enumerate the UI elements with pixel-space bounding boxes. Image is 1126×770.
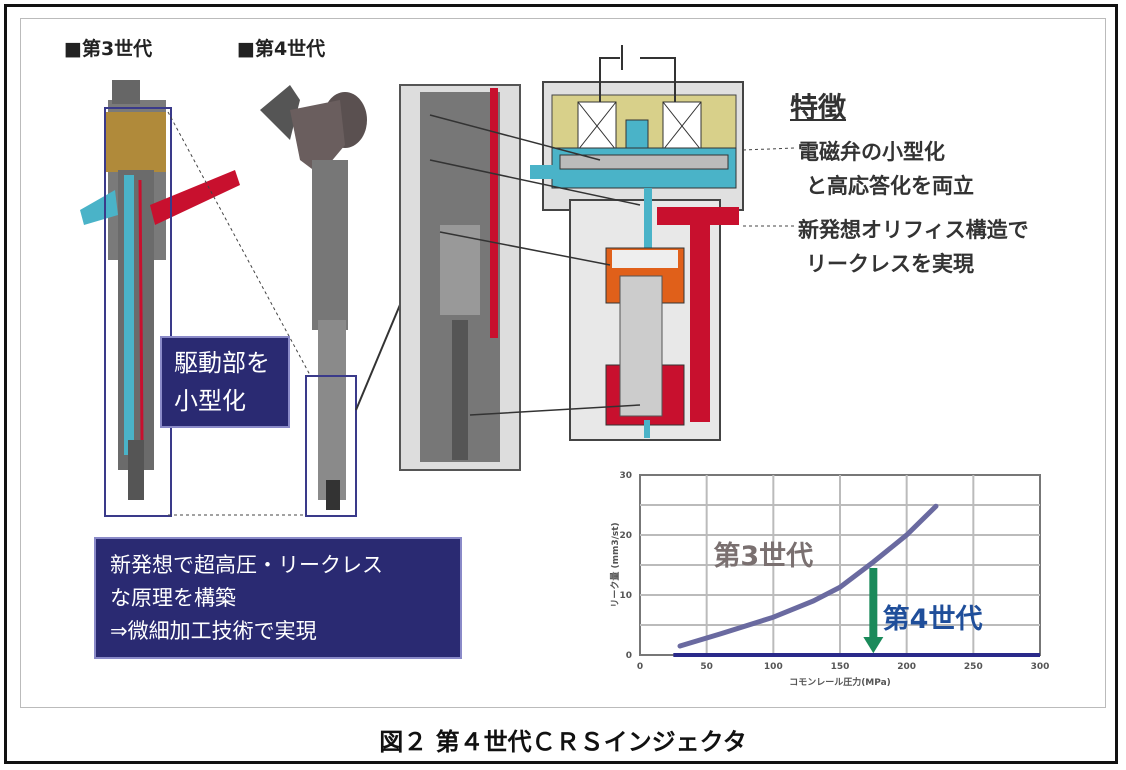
gen3-annotation: 第3世代 (713, 540, 813, 572)
feature-line: と高応答化を両立 (806, 174, 974, 198)
cutaway-section (399, 84, 521, 471)
box-line: 小型化 (174, 387, 246, 415)
gen4-annotation: 第4世代 (883, 603, 983, 635)
reduction-arrow-head (863, 637, 884, 654)
figure-frame (4, 4, 1118, 764)
y-axis-label: リーク量 (mm3/st) (609, 522, 621, 607)
box-line: な原理を構築 (110, 586, 236, 610)
principle-box: 新発想で超高圧・リークレス な原理を構築 ⇒微細加工技術で実現 (94, 537, 462, 659)
solenoid-valve-schematic (530, 45, 744, 441)
reduction-arrow-shaft (869, 568, 878, 637)
x-tick-label: 300 (1031, 662, 1050, 672)
y-tick-label: 30 (619, 471, 632, 481)
x-tick-label: 150 (831, 662, 850, 672)
x-axis-label: コモンレール圧力(MPa) (789, 676, 891, 688)
y-tick-label: 10 (619, 591, 632, 601)
x-tick-label: 200 (897, 662, 916, 672)
y-tick-label: 0 (626, 651, 632, 661)
drive-miniaturization-box: 駆動部を 小型化 (160, 336, 290, 428)
feature-line: リークレスを実現 (806, 252, 974, 276)
x-tick-label: 100 (764, 662, 783, 672)
figure-panel (20, 18, 1106, 708)
gen3-label: ■第3世代 (64, 38, 153, 60)
y-tick-label: 20 (619, 531, 632, 541)
x-tick-label: 50 (700, 662, 713, 672)
leak-chart: 0 50 100 150 200 250 300 0 10 20 30 コモンレール圧力(MPa) リー… (609, 471, 1049, 688)
feature-line: 新発想オリフィス構造で (798, 218, 1029, 242)
gen4-injector-illustration (260, 85, 367, 517)
features-title: 特徴 (790, 91, 847, 124)
x-tick-label: 0 (637, 662, 643, 672)
x-tick-label: 250 (964, 662, 983, 672)
gen4-label: ■第4世代 (237, 38, 326, 60)
box-line: ⇒微細加工技術で実現 (110, 619, 317, 643)
gen3-injector-illustration (80, 80, 240, 517)
figure-caption: 図２ 第４世代ＣＲＳインジェクタ (379, 728, 747, 756)
gen3-series-line (677, 503, 939, 649)
box-line: 新発想で超高圧・リークレス (110, 553, 383, 577)
box-line: 駆動部を (174, 349, 270, 377)
feature-line: 電磁弁の小型化 (798, 140, 945, 164)
